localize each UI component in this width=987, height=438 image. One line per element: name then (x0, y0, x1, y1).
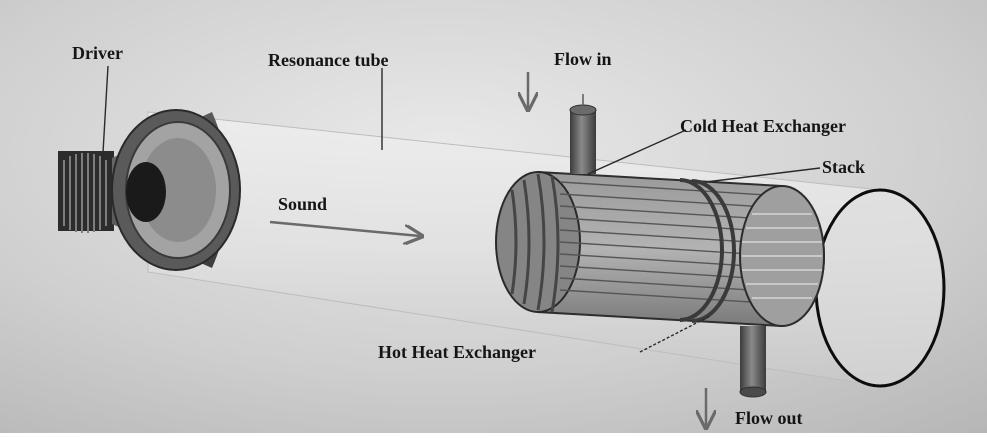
label-driver: Driver (72, 43, 123, 63)
cold-heat-exchanger-leader (587, 129, 687, 175)
stack-fins (510, 173, 560, 313)
driver-motor (58, 151, 114, 233)
label-sound: Sound (278, 194, 327, 214)
heat-exchanger-assembly (495, 170, 825, 328)
flow-out-pipe (739, 326, 767, 398)
flow-arrows (269, 72, 706, 426)
leader-lines (101, 65, 821, 353)
driver-horn (111, 109, 241, 271)
label-stack: Stack (822, 157, 865, 177)
sound-arrow (269, 220, 420, 236)
label-hot-heat-exchanger: Hot Heat Exchanger (378, 342, 536, 362)
flow-in-pipe (569, 94, 597, 174)
label-cold-heat-exchanger: Cold Heat Exchanger (680, 116, 846, 136)
driver-leader (101, 65, 109, 171)
hot-heat-exchanger-leader (639, 315, 711, 353)
label-flow-in: Flow in (554, 49, 612, 69)
tube-open-end (814, 188, 946, 388)
stack-leader (705, 167, 821, 183)
label-flow-out: Flow out (735, 408, 803, 428)
label-resonance-tube: Resonance tube (268, 50, 389, 70)
